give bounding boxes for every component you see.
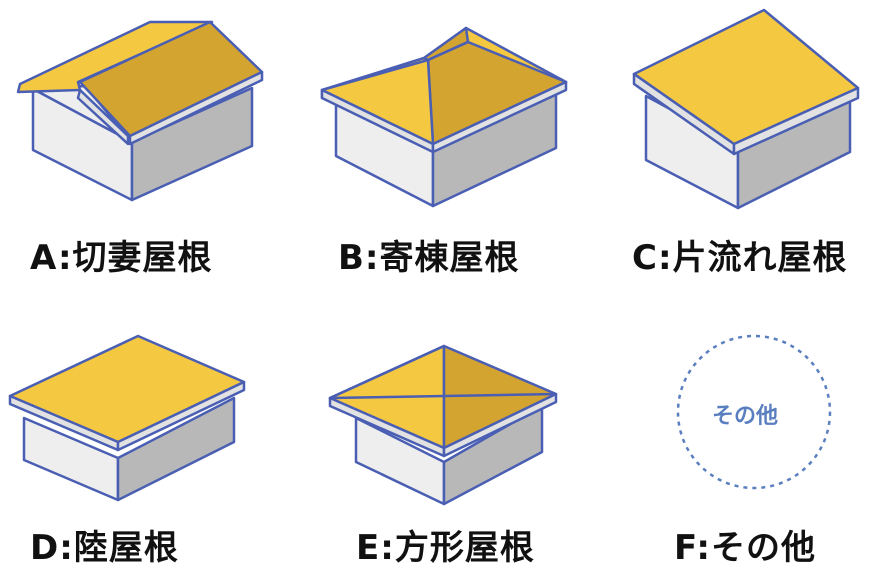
roof-label: C:片流れ屋根 <box>632 238 848 278</box>
roof-type-f: その他 F:その他 <box>588 290 882 579</box>
roof-label: E:方形屋根 <box>356 528 535 568</box>
flat-roof-house-icon <box>8 334 246 502</box>
roof-type-d: D:陸屋根 <box>0 290 294 579</box>
roof-type-b: B:寄棟屋根 <box>294 0 588 290</box>
roof-label: D:陸屋根 <box>30 528 179 568</box>
roof-type-a: A:切妻屋根 <box>0 0 294 290</box>
pyramid-roof-house-icon <box>328 344 558 506</box>
roof-label: F:その他 <box>674 528 816 568</box>
other-circle-text: その他 <box>712 404 779 429</box>
shed-roof-house-icon <box>632 8 860 210</box>
other-dashed-circle-icon <box>676 334 832 490</box>
hip-roof-house-icon <box>320 26 568 208</box>
gable-roof-house-icon <box>16 20 264 202</box>
roof-label: B:寄棟屋根 <box>338 238 520 278</box>
roof-type-c: C:片流れ屋根 <box>588 0 882 290</box>
roof-type-e: E:方形屋根 <box>294 290 588 579</box>
roof-label: A:切妻屋根 <box>30 238 213 278</box>
